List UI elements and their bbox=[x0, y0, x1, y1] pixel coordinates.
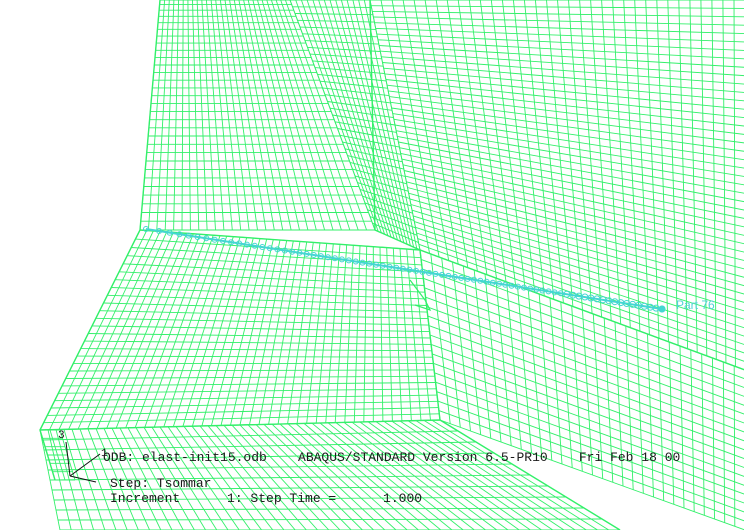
triad-axis-3-label: 3 bbox=[58, 430, 65, 442]
triad-axis-1-label: 1 bbox=[101, 448, 108, 460]
step-info-line: Step: Tsommar bbox=[110, 476, 212, 491]
node-path-line bbox=[143, 226, 666, 313]
green-mesh bbox=[39, 0, 744, 530]
odb-info-line: ODB: elast-init15.odb ABAQUS/STANDARD Ve… bbox=[103, 450, 681, 465]
axis-triad-icon bbox=[65, 441, 101, 483]
increment-info-line: Increment 1: Step Time = 1.000 bbox=[110, 491, 423, 506]
path-end-label: Part 76 bbox=[676, 298, 715, 312]
